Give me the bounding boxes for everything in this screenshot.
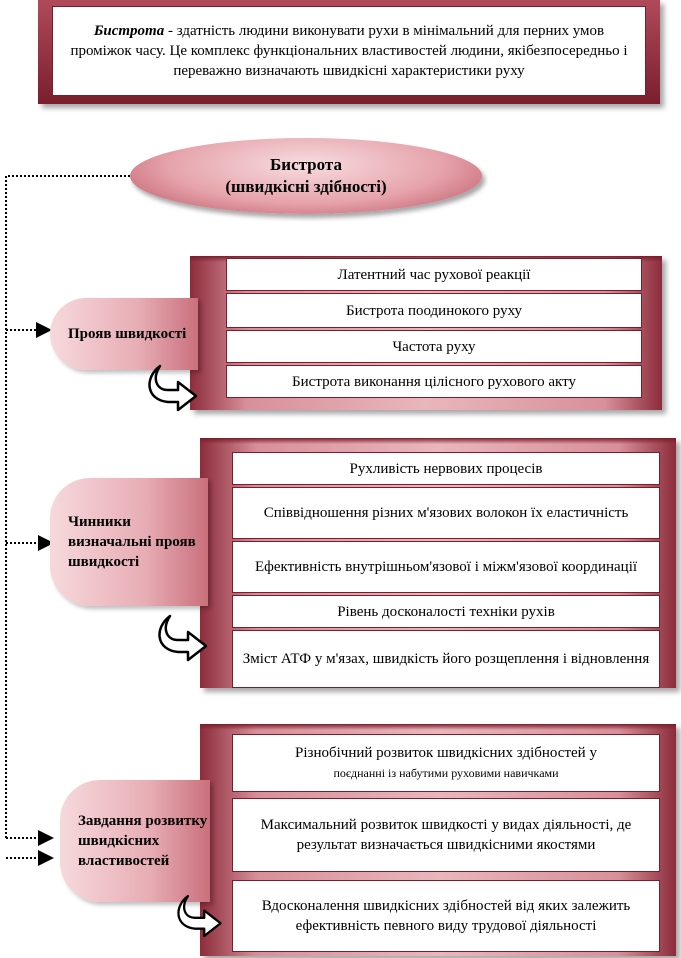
central-subtitle: (швидкісні здібності)	[225, 177, 387, 196]
factor-item: Зміст АТФ у м'язах, швидкість його розще…	[232, 630, 660, 688]
task-item: Різнобічний розвиток швидкісних здібност…	[232, 734, 660, 792]
manifestation-item: Латентний час рухової реакції	[226, 258, 642, 291]
factor-item: Співвідношення різних м'язових волокон ї…	[232, 487, 660, 539]
definition-term: Бистрота	[93, 23, 165, 39]
curved-arrow-icon	[177, 894, 222, 938]
central-title: Бистрота	[270, 155, 342, 174]
curved-arrow-icon	[158, 614, 208, 662]
task-item: Максимальний розвиток швидкості у видах …	[232, 798, 660, 872]
definition-text: Бистрота - здатність людини виконувати р…	[52, 6, 646, 96]
factor-item: Ефективність внутрішньом'язової і міжм'я…	[232, 541, 660, 593]
group-speed-manifestation-label: Прояв швидкості	[50, 298, 198, 370]
group-determining-factors-label: Чинники визначальні прояв швидкості	[50, 478, 208, 606]
curved-arrow-icon	[148, 364, 198, 412]
manifestation-item: Частота руху	[226, 330, 642, 363]
factor-item: Рівень досконалості техніки рухів	[232, 595, 660, 628]
central-concept-ellipse: Бистрота (швидкісні здібності)	[130, 138, 482, 214]
definition-box: Бистрота - здатність людини виконувати р…	[38, 0, 660, 104]
factor-item: Рухливість нервових процесів	[232, 452, 660, 485]
task-item: Вдосконалення швидкісних здібностей від …	[232, 880, 660, 952]
group-development-tasks-label: Завдання розвитку швидкісних властивосте…	[60, 780, 210, 902]
task-item-small: поєднанні із набутими руховими навичками	[333, 766, 559, 780]
manifestation-item: Бистрота поодинокого руху	[226, 293, 642, 328]
task-item-main: Різнобічний розвиток швидкісних здібност…	[295, 745, 597, 761]
definition-body: - здатність людини виконувати рухи в мін…	[70, 23, 628, 79]
manifestation-item: Бистрота виконання цілісного рухового ак…	[226, 365, 642, 398]
